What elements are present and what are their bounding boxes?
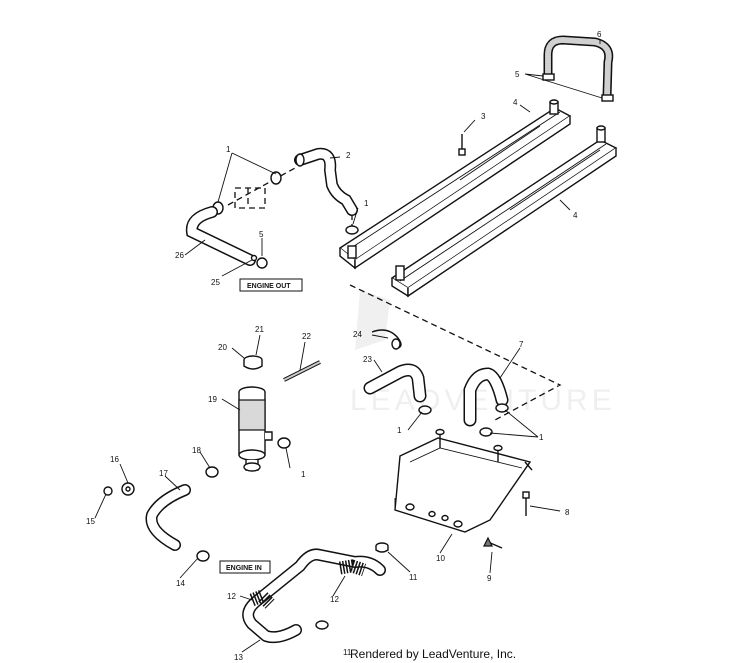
part-2-elbow-hose[interactable]	[294, 147, 358, 216]
callout-4-upper: 4	[513, 98, 518, 107]
engine-in-box: ENGINE IN	[219, 560, 271, 574]
callout-5-left: 5	[259, 230, 264, 239]
leader-lines	[94, 40, 603, 653]
callout-21: 21	[255, 325, 264, 334]
watermark-logo	[355, 290, 390, 350]
part-24-clip[interactable]	[371, 329, 402, 350]
callout-9: 9	[487, 574, 492, 583]
part-21-cap[interactable]	[243, 355, 263, 370]
callout-6: 6	[597, 30, 602, 39]
callout-1-reservoir: 1	[301, 470, 306, 479]
part-22-rod[interactable]	[283, 360, 321, 382]
callout-4-lower: 4	[573, 211, 578, 220]
callout-1-right-b: 1	[539, 433, 544, 442]
part-19-reservoir[interactable]	[238, 386, 273, 472]
part-5-clamp-left[interactable]	[256, 257, 268, 269]
engine-out-box: ENGINE OUT	[239, 278, 303, 292]
part-13-long-hose[interactable]	[242, 548, 386, 644]
callout-numbers: 6 5 3 4 4 1 2 1 26 5 25 21 20 22 19 24 2…	[86, 30, 602, 662]
part-4-cooler-upper[interactable]	[338, 99, 572, 270]
dashed-route-cooler	[349, 284, 562, 421]
part-12-spring-sleeves[interactable]	[249, 559, 367, 609]
connector-fitting[interactable]	[234, 187, 266, 209]
callout-12-right: 12	[330, 595, 339, 604]
part-9-screw[interactable]	[483, 536, 503, 549]
engine-in-label: ENGINE IN	[226, 565, 262, 572]
part-6-hose[interactable]	[543, 35, 614, 102]
callout-1-cooler: 1	[364, 199, 369, 208]
callout-16: 16	[110, 455, 119, 464]
callout-3: 3	[481, 112, 486, 121]
callout-14: 14	[176, 579, 185, 588]
part-5-clamps-top[interactable]	[542, 73, 614, 102]
part-14-clamp[interactable]	[196, 550, 210, 562]
part-15-washer[interactable]	[103, 486, 113, 496]
part-18-clamp[interactable]	[205, 466, 219, 478]
engine-out-label: ENGINE OUT	[247, 283, 291, 290]
part-8-bolt[interactable]	[522, 491, 530, 516]
callout-25: 25	[211, 278, 220, 287]
part-1-clamp-reservoir[interactable]	[277, 437, 291, 449]
part-10-heat-exchanger[interactable]	[394, 428, 533, 533]
part-4-cooler-lower[interactable]	[390, 125, 618, 298]
callout-5-top: 5	[515, 70, 520, 79]
callout-18: 18	[192, 446, 201, 455]
callout-20: 20	[218, 343, 227, 352]
part-25-fitting[interactable]	[250, 254, 258, 262]
callout-11-upper: 11	[409, 573, 418, 582]
part-23-elbow[interactable]	[363, 363, 427, 403]
callout-22: 22	[302, 332, 311, 341]
part-11-cap-upper[interactable]	[375, 542, 389, 553]
callout-26: 26	[175, 251, 184, 260]
callout-11-lower: 11	[343, 648, 352, 657]
callout-15: 15	[86, 517, 95, 526]
callout-13: 13	[234, 653, 243, 662]
callout-24: 24	[353, 330, 362, 339]
part-7-elbow[interactable]	[463, 367, 509, 427]
callout-1-right-a: 1	[397, 426, 402, 435]
callout-10: 10	[436, 554, 445, 563]
callout-23: 23	[363, 355, 372, 364]
watermark-text: LEADVENTURE	[350, 384, 616, 417]
callout-2: 2	[346, 151, 351, 160]
footer-credit: Rendered by LeadVenture, Inc.	[350, 647, 516, 661]
part-11-cap-lower[interactable]	[315, 620, 329, 630]
callout-19: 19	[208, 395, 217, 404]
callout-8: 8	[565, 508, 570, 517]
part-17-hose[interactable]	[145, 484, 191, 551]
callout-7: 7	[519, 340, 524, 349]
callout-12-left: 12	[227, 592, 236, 601]
callout-1-upper: 1	[226, 145, 231, 154]
dashed-route-1	[227, 167, 296, 206]
part-16-fitting[interactable]	[121, 482, 135, 496]
part-3-bolt[interactable]	[458, 134, 466, 156]
part-26-hose[interactable]	[185, 206, 256, 266]
callout-17: 17	[159, 469, 168, 478]
